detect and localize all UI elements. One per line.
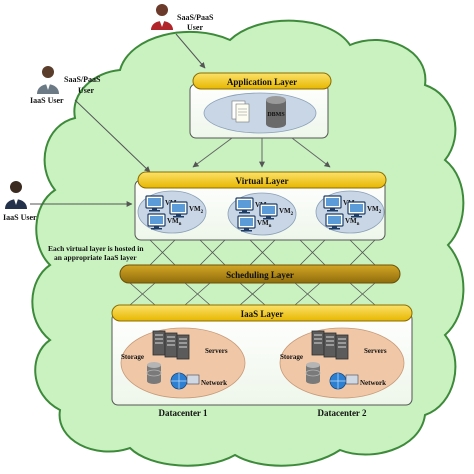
documents-icon <box>231 100 250 123</box>
user-icon <box>151 4 173 30</box>
network-label: Network <box>360 379 386 387</box>
user-top: SaaS/PaaS User <box>151 4 214 32</box>
iaas-layer-header <box>111 304 413 322</box>
storage-icon <box>305 362 321 384</box>
user-icon <box>5 181 27 209</box>
vm-monitor-icon: VMn <box>237 215 272 232</box>
vm-monitor-icon: VMn <box>325 213 360 230</box>
vm-label: VMn <box>345 217 360 227</box>
iaas-layer-title: IaaS Layer <box>241 309 284 319</box>
server-rack-icon <box>311 330 349 360</box>
dbms-label: DBMS <box>267 112 285 118</box>
vm-monitor-icon: VM2 <box>259 203 294 220</box>
user-middle-iaas: IaaS User <box>3 181 37 222</box>
network-globe-icon <box>170 372 200 390</box>
storage-label: Storage <box>121 353 144 361</box>
vm-cluster: VM1VM2VMn <box>137 190 207 234</box>
user-left-saas-label-line1: SaaS/PaaS <box>64 75 101 84</box>
virtual-layer-header <box>137 171 387 189</box>
vm-label: VMn <box>257 219 272 229</box>
servers-label: Servers <box>205 347 228 355</box>
servers-label: Servers <box>364 347 387 355</box>
vm-monitor-icon: VM2 <box>169 201 204 218</box>
vm-monitor-icon: VM2 <box>347 201 382 218</box>
virtual-layer: Virtual Layer VM1VM2VMnVM1VM2VMnVM1VM2VM… <box>134 171 387 241</box>
scheduling-to-iaas-links <box>129 282 376 306</box>
datacenter-2-label: Datacenter 2 <box>317 408 367 418</box>
user-left-saas-label-line2: User <box>78 86 94 95</box>
storage-icon <box>146 362 162 384</box>
vm-cluster: VM1VM2VMn <box>227 192 297 236</box>
database-icon <box>266 96 286 128</box>
user-left-iaas-label: IaaS User <box>30 96 64 105</box>
network-label: Network <box>201 379 227 387</box>
server-rack-icon <box>152 330 190 360</box>
virtual-layer-note-line1: Each virtual layer is hosted in <box>48 244 144 253</box>
iaas-layer: IaaS Layer StorageServersNetworkStorageS… <box>111 304 413 406</box>
application-layer: Application Layer DBMS <box>189 72 332 139</box>
virtual-layer-note-line2: an appropriate IaaS layer <box>54 253 137 262</box>
vm-cluster: VM1VM2VMn <box>315 190 385 234</box>
app-to-virtual-arrows <box>192 137 331 168</box>
user-arrows <box>30 33 206 207</box>
vm-label: VMn <box>167 217 182 227</box>
vm-monitor-icon: VMn <box>147 213 182 230</box>
virtual-layer-title: Virtual Layer <box>236 176 289 186</box>
user-left-saas: SaaS/PaaS User IaaS User <box>30 66 101 105</box>
application-layer-header <box>192 72 332 90</box>
user-middle-iaas-label: IaaS User <box>3 213 37 222</box>
storage-label: Storage <box>280 353 303 361</box>
vm-label: VM2 <box>367 205 382 215</box>
datacenter-1-label: Datacenter 1 <box>158 408 208 418</box>
network-globe-icon <box>329 372 359 390</box>
user-top-label-line1: SaaS/PaaS <box>177 13 214 22</box>
virtual-to-scheduling-links <box>149 239 376 266</box>
app-cluster <box>203 92 317 134</box>
user-top-label-line2: User <box>187 23 203 32</box>
vm-label: VM2 <box>189 205 204 215</box>
vm-label: VM2 <box>279 207 294 217</box>
application-layer-title: Application Layer <box>227 77 297 87</box>
scheduling-layer-title: Scheduling Layer <box>226 270 294 280</box>
scheduling-layer: Scheduling Layer <box>119 264 401 284</box>
user-icon <box>37 66 59 94</box>
